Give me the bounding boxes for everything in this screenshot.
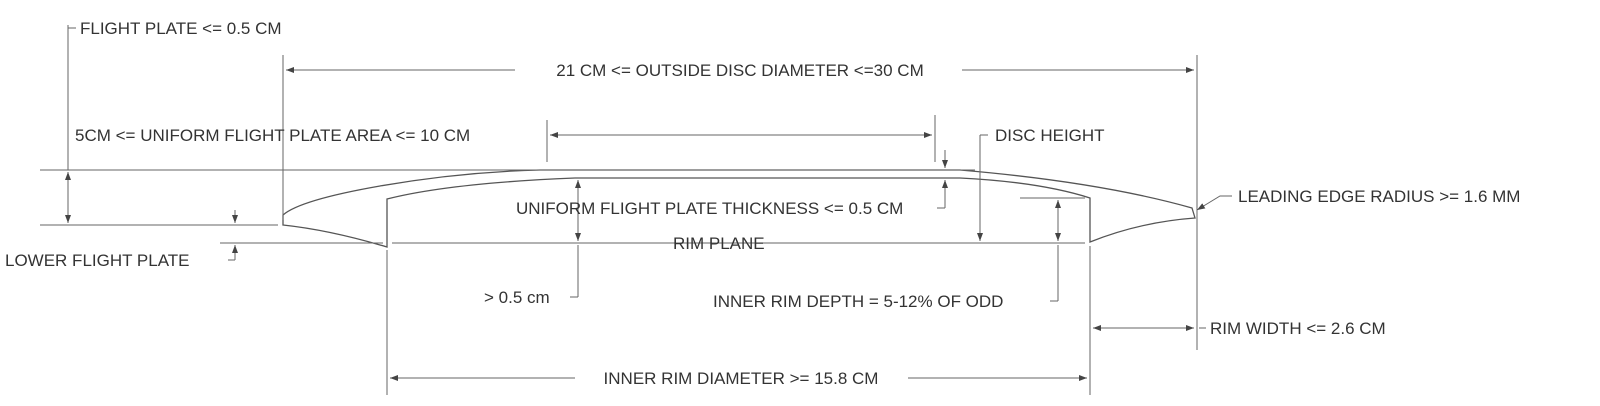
outside-diameter-label: 21 CM <= OUTSIDE DISC DIAMETER <=30 CM xyxy=(556,61,923,80)
inner-rim-diameter-label: INNER RIM DIAMETER >= 15.8 CM xyxy=(604,369,879,388)
flight-plate-label: FLIGHT PLATE <= 0.5 CM xyxy=(80,19,282,38)
disc-profile xyxy=(282,169,1196,248)
disc-height-label: DISC HEIGHT xyxy=(995,126,1105,145)
plate-thickness-label: UNIFORM FLIGHT PLATE THICKNESS <= 0.5 CM xyxy=(516,199,903,218)
lower-flight-plate-label: LOWER FLIGHT PLATE xyxy=(5,251,190,270)
rim-plane-label: RIM PLANE xyxy=(673,234,765,253)
dimension-lines xyxy=(65,25,1232,381)
min-depth-label: > 0.5 cm xyxy=(484,288,550,307)
reference-lines xyxy=(40,55,1198,395)
inner-rim-depth-label: INNER RIM DEPTH = 5-12% OF ODD xyxy=(713,292,1003,311)
rim-width-label: RIM WIDTH <= 2.6 CM xyxy=(1210,319,1386,338)
leading-edge-label: LEADING EDGE RADIUS >= 1.6 MM xyxy=(1238,187,1520,206)
uniform-area-label: 5CM <= UNIFORM FLIGHT PLATE AREA <= 10 C… xyxy=(75,126,470,145)
